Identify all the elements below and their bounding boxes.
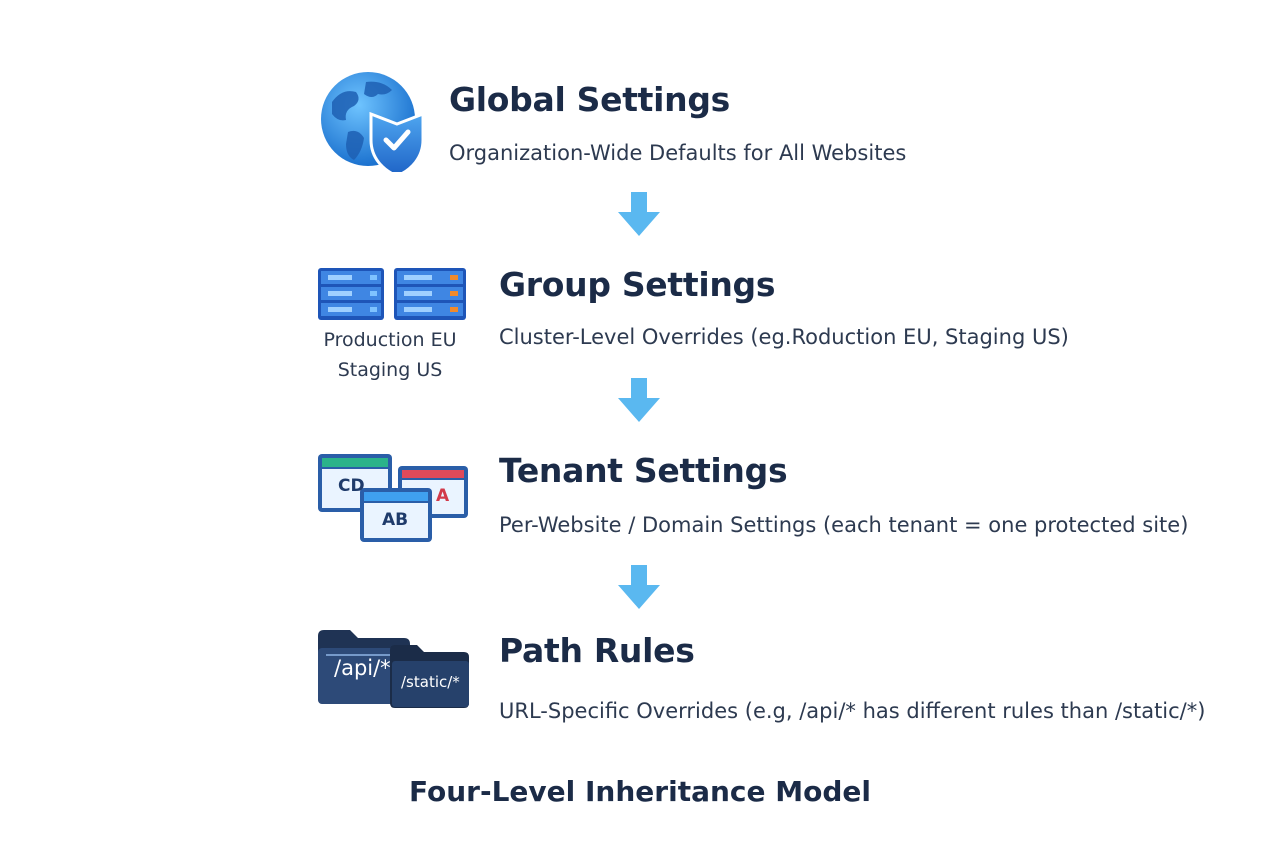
folder-label-static: /static/* xyxy=(401,673,460,691)
server-stack-icon xyxy=(318,266,470,322)
browser-windows-icon: CD A AB xyxy=(316,452,472,544)
globe-shield-icon xyxy=(321,72,425,172)
level-subtitle-path: URL-Specific Overrides (e.g, /api/* has … xyxy=(499,699,1206,723)
level-title-path: Path Rules xyxy=(499,631,695,670)
window-label-a: A xyxy=(436,486,450,506)
folders-icon: /api/* /static/* xyxy=(316,628,472,710)
level-title-group: Group Settings xyxy=(499,265,776,304)
folder-label-api: /api/* xyxy=(334,656,391,680)
level-subtitle-tenant: Per-Website / Domain Settings (each tena… xyxy=(499,513,1189,537)
diagram-caption: Four-Level Inheritance Model xyxy=(409,775,871,808)
level-subtitle-group: Cluster-Level Overrides (eg.Roduction EU… xyxy=(499,325,1069,349)
global-icon xyxy=(318,72,430,172)
caption-line-2: Staging US xyxy=(337,359,443,381)
down-arrow-icon xyxy=(616,190,662,238)
caption-line-1: Production EU xyxy=(323,329,457,351)
level-title-tenant: Tenant Settings xyxy=(499,451,788,490)
group-icon-caption: Production EU Staging US xyxy=(310,325,470,385)
window-label-ab: AB xyxy=(382,510,409,530)
level-subtitle-global: Organization-Wide Defaults for All Websi… xyxy=(449,141,907,165)
window-label-cd: CD xyxy=(338,476,365,496)
down-arrow-icon xyxy=(616,376,662,424)
level-title-global: Global Settings xyxy=(449,80,731,119)
down-arrow-icon xyxy=(616,563,662,611)
